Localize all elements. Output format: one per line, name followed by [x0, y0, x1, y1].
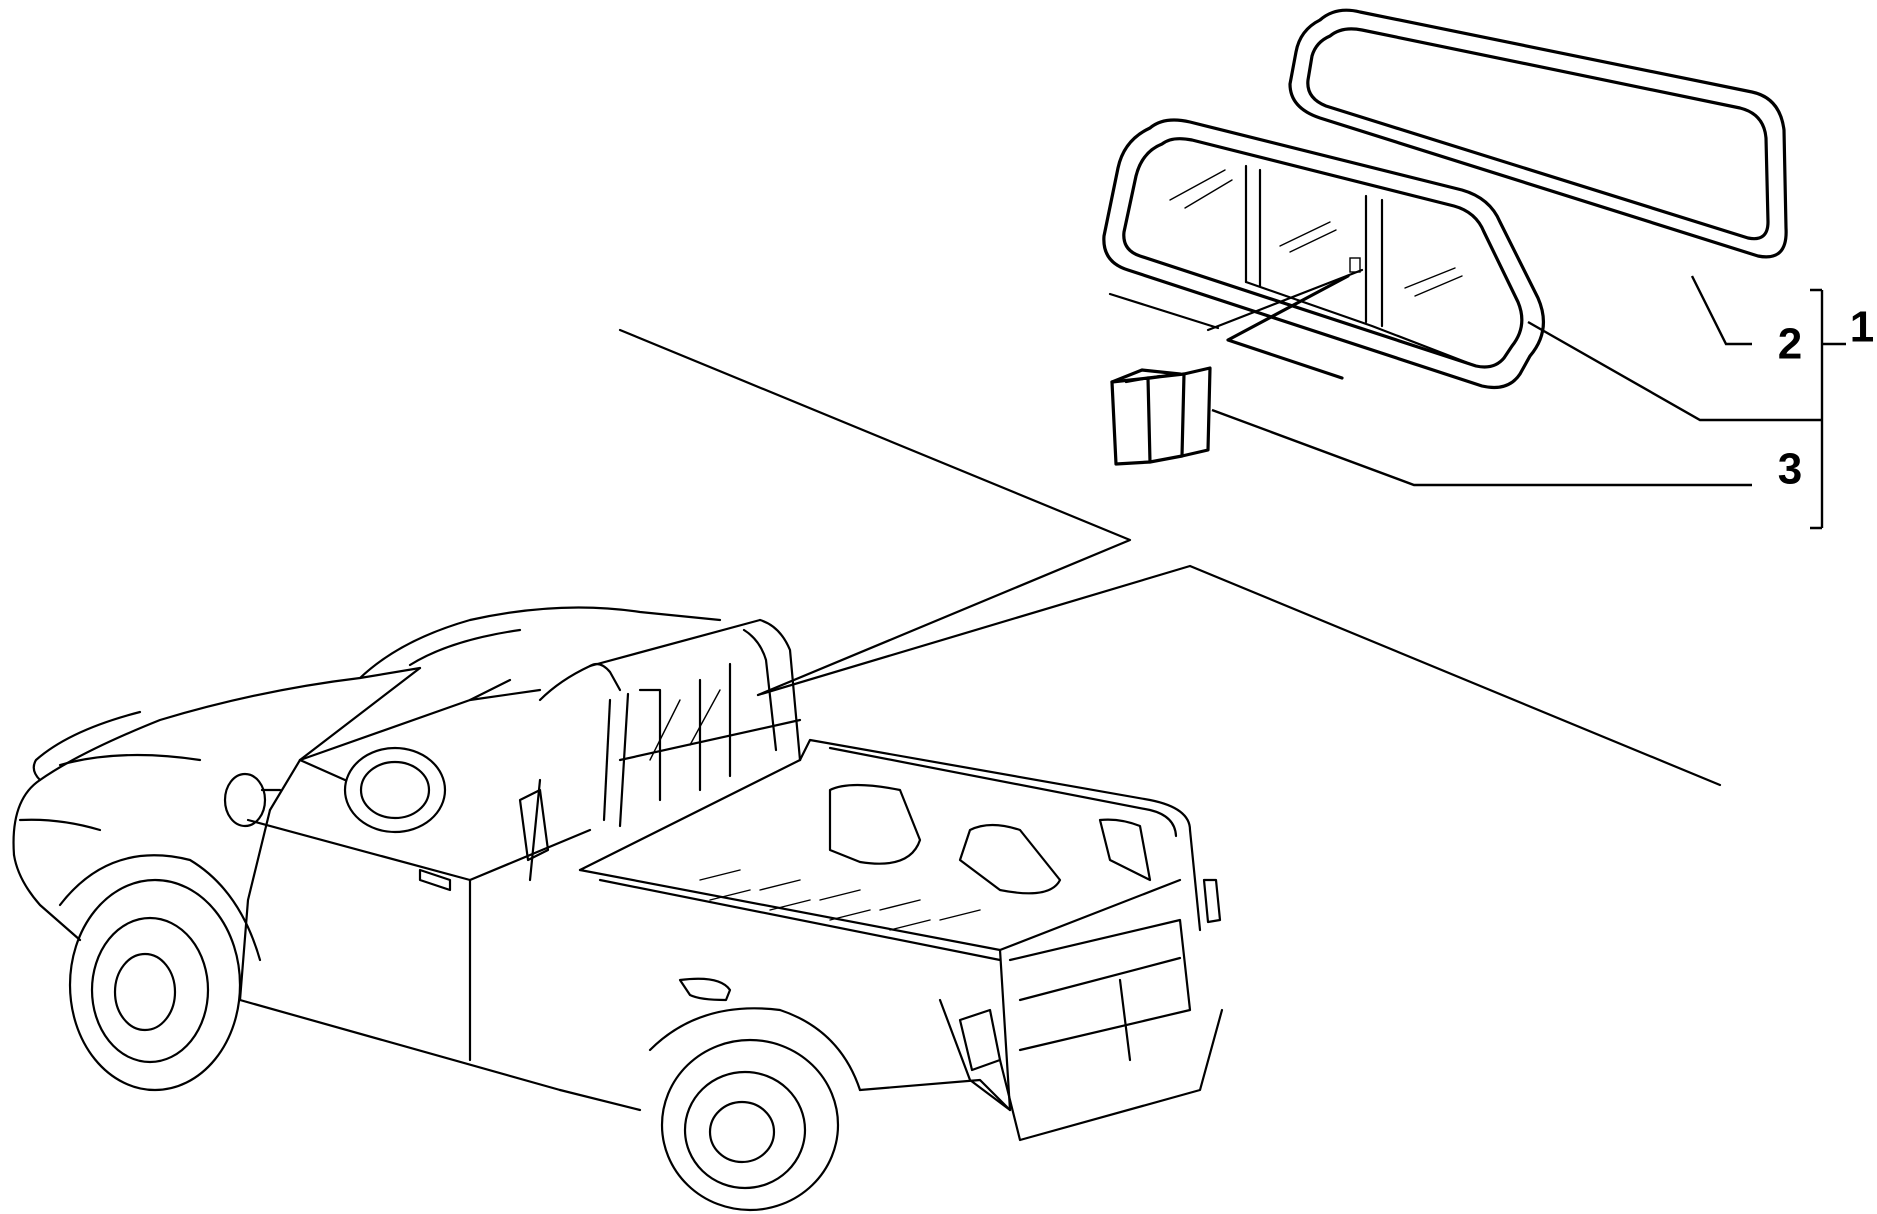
outer-window-frame: [1288, 8, 1788, 259]
leader-lines: [1211, 275, 1846, 530]
sliding-rear-window: [1102, 118, 1545, 390]
projection-lines: [618, 328, 1722, 787]
pickup-vehicle: [12, 606, 1224, 1212]
callout-3: 3: [1778, 445, 1802, 494]
callout-1: 1: [1850, 303, 1874, 352]
callout-2: 2: [1778, 320, 1802, 369]
window-clip: [1110, 366, 1212, 466]
